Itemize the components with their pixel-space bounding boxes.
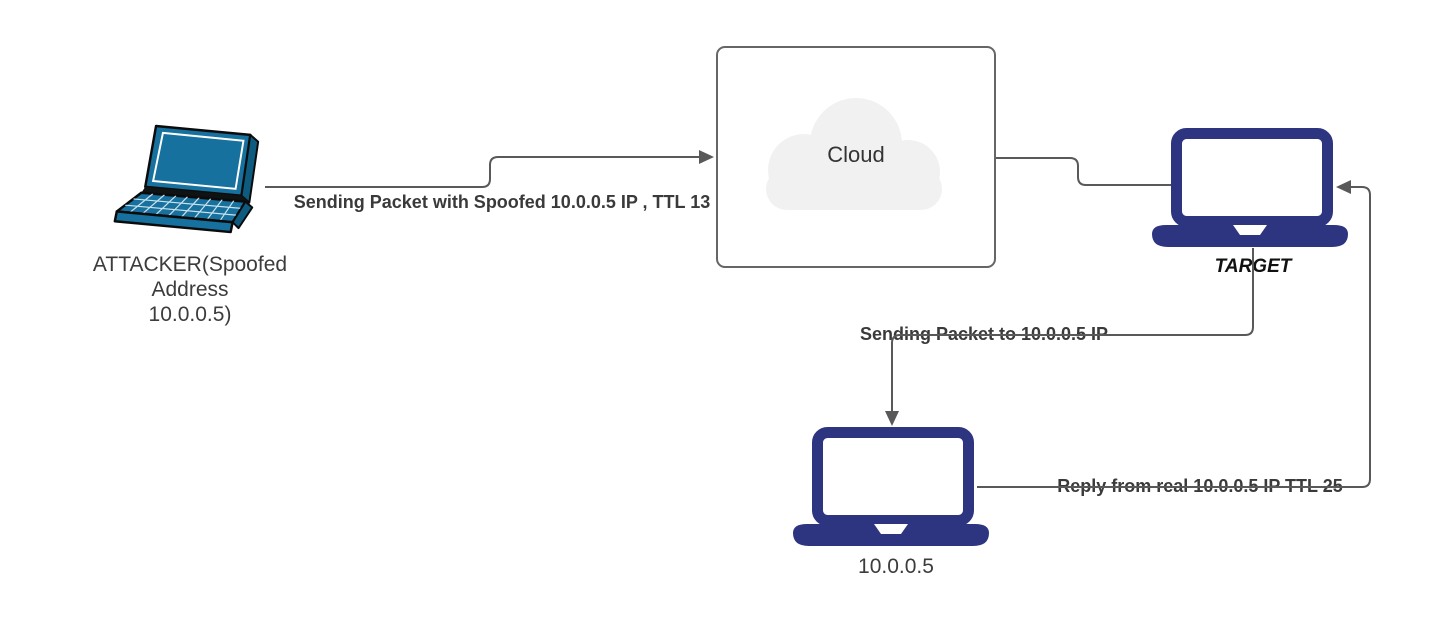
laptop-screen [812, 427, 974, 526]
node-real-host[interactable] [793, 423, 989, 547]
target-label: TARGET [1214, 256, 1292, 277]
laptop-icon [1152, 128, 1348, 247]
laptop-screen [1171, 128, 1333, 227]
attacker-label-line1: ATTACKER(Spoofed [92, 253, 288, 276]
laptop-notch [874, 524, 908, 534]
attacker-label-line2: Address [151, 278, 229, 301]
cloud-icon [752, 98, 956, 220]
edge-label-attacker-to-cloud: Sending Packet with Spoofed 10.0.0.5 IP … [293, 192, 711, 212]
edge-cloud-to-target [996, 157, 1171, 186]
laptop-3d-icon [113, 124, 260, 234]
edge-label-target-to-real-host: Sending Packet to 10.0.0.5 IP [859, 324, 1109, 344]
laptop-base-lip [231, 200, 254, 230]
node-attacker[interactable] [105, 122, 267, 240]
attacker-label: ATTACKER(Spoofed Address 10.0.0.5) [93, 252, 287, 327]
node-target[interactable] [1152, 124, 1348, 248]
real-host-label: 10.0.0.5 [858, 555, 934, 578]
laptop-screen-bezel [151, 131, 245, 190]
laptop-icon [793, 427, 989, 546]
cloud-label: Cloud [827, 142, 885, 167]
laptop-lid-edge [240, 133, 260, 204]
edge-attacker-to-cloud [265, 156, 699, 188]
laptop-hinge [141, 186, 249, 202]
attacker-label-line3: 10.0.0.5) [148, 303, 232, 326]
arrowhead-into-cloud [699, 150, 714, 164]
laptop-base [793, 524, 989, 546]
laptop-base-front [113, 210, 234, 234]
laptop-keyboard-grid [125, 193, 242, 222]
edge-label-real-host-to-target: Reply from real 10.0.0.5 IP TTL 25 [1057, 476, 1343, 496]
